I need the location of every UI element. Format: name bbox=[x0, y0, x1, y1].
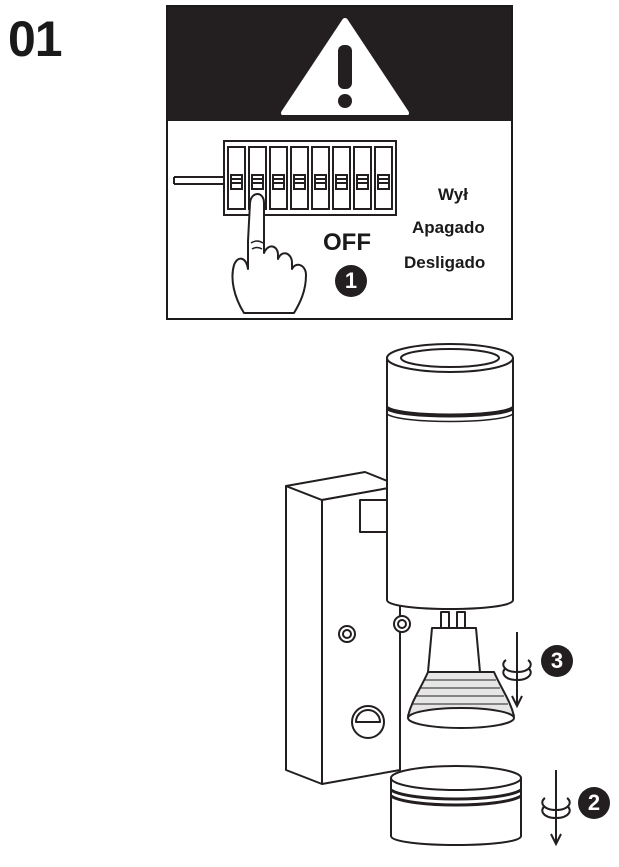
step-badge-1: 1 bbox=[335, 265, 367, 297]
off-label: OFF bbox=[323, 229, 371, 256]
pointing-hand-icon bbox=[231, 193, 307, 314]
breaker-switch bbox=[311, 146, 330, 210]
breaker-switch bbox=[332, 146, 351, 210]
breaker-toggle bbox=[251, 174, 264, 190]
breaker-toggle bbox=[230, 174, 243, 190]
breaker-toggle bbox=[335, 174, 348, 190]
breaker-toggle bbox=[272, 174, 285, 190]
breaker-switch bbox=[269, 146, 288, 210]
breaker-toggle bbox=[293, 174, 306, 190]
breaker-switch bbox=[290, 146, 309, 210]
rotate-arrow-icon bbox=[502, 632, 532, 709]
power-off-panel: OFF Wył Apagado Desligado 1 bbox=[166, 5, 513, 320]
off-label-portuguese: Desligado bbox=[404, 253, 486, 272]
step-number: 01 bbox=[8, 11, 63, 67]
breaker-toggle bbox=[356, 174, 369, 190]
breaker-switch bbox=[227, 146, 246, 210]
warning-triangle-icon bbox=[281, 18, 409, 115]
rotate-arrow-icon bbox=[541, 770, 571, 847]
off-label-polish: Wył bbox=[438, 185, 468, 204]
step-badge-2: 2 bbox=[578, 787, 610, 819]
step-badge-3: 3 bbox=[541, 645, 573, 677]
breaker-switch bbox=[353, 146, 372, 210]
off-label-spanish: Apagado bbox=[412, 218, 485, 237]
breaker-switch bbox=[374, 146, 393, 210]
breaker-toggle bbox=[314, 174, 327, 190]
breaker-toggle bbox=[377, 174, 390, 190]
